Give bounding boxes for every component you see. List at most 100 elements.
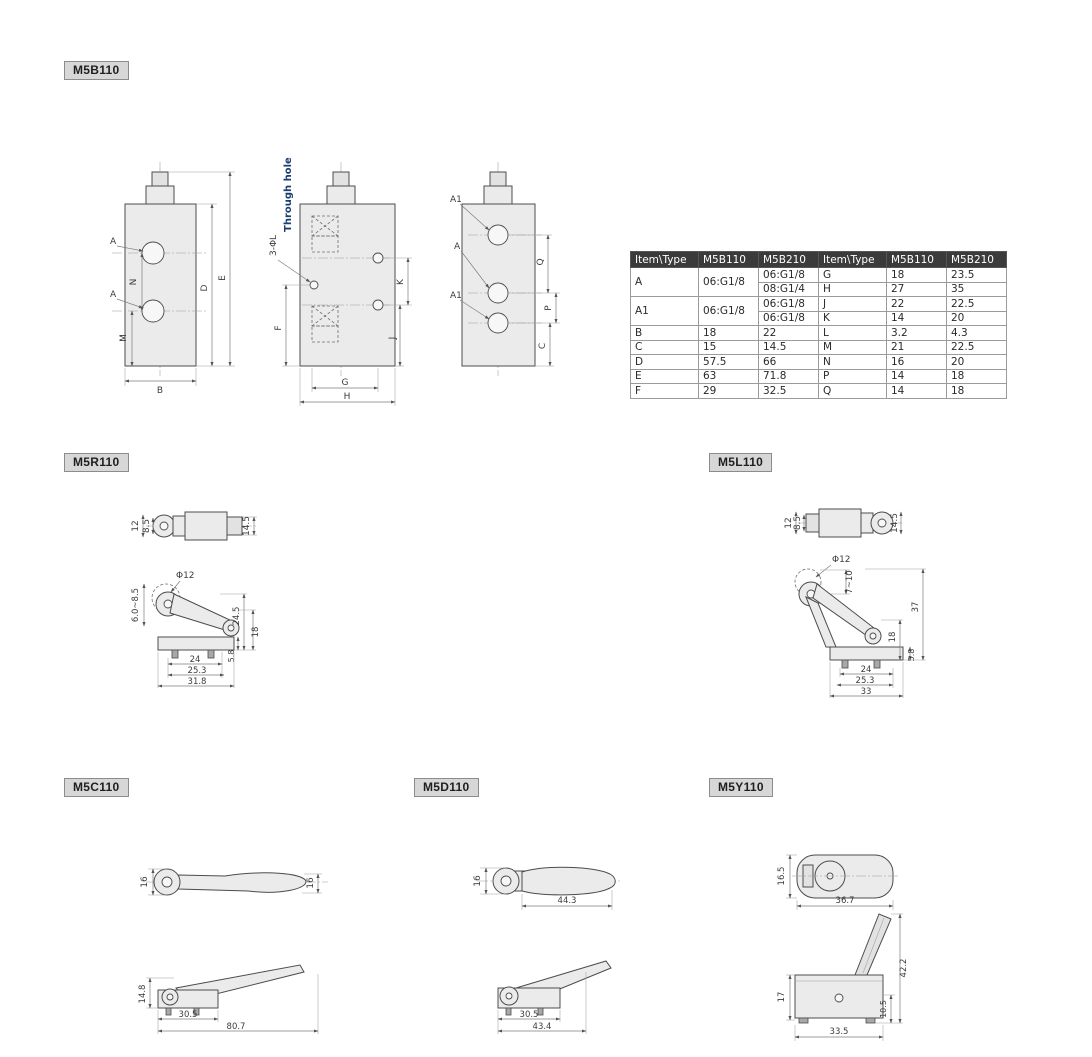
dim-label-30-5: 30.5	[520, 1010, 539, 1020]
dim-label-8-5: 8.5	[793, 516, 803, 530]
dim-label-12: 12	[784, 517, 794, 528]
table-row: F 29 32.5 Q 14 18	[630, 383, 1007, 399]
table-cell: 14	[886, 368, 947, 384]
dim-label-phi12: Φ12	[176, 571, 195, 581]
table-cell: A	[630, 267, 699, 297]
dim-label-F: F	[274, 325, 284, 330]
table-cell: 22.5	[946, 339, 1007, 355]
dim-label-25-3: 25.3	[188, 666, 207, 676]
table-row: C 15 14.5 M 21 22.5	[630, 339, 1007, 355]
m5l110-drawings: 12 8.5 14.5 Φ12 7~10 37	[784, 508, 926, 698]
dim-label-D: D	[200, 284, 210, 291]
table-cell: B	[630, 325, 699, 341]
dim-label-16-left: 16	[140, 876, 150, 888]
m5r110-drawings: 12 8.5 14.5 Φ12 6.0~8.5 24.5	[131, 511, 261, 688]
dim-label-5-8: 5.8	[907, 649, 916, 662]
table-cell: 06:G1/8	[758, 310, 819, 326]
port-label-a1-bottom: A1	[450, 291, 462, 301]
dim-label-44-3: 44.3	[558, 896, 577, 906]
m5y110-top-view: 16.5 36.7	[777, 854, 898, 910]
table-cell: 63	[698, 368, 759, 384]
table-cell: 23.5	[946, 267, 1007, 283]
dim-label-P: P	[544, 305, 554, 311]
m5y110-side-view: 42.2 17 10.5 33.5	[777, 913, 909, 1041]
dim-label-24: 24	[861, 665, 872, 675]
table-cell: 22.5	[946, 296, 1007, 312]
table-row: D 57.5 66 N 16 20	[630, 354, 1007, 370]
table-cell: F	[630, 383, 699, 399]
table-cell: 35	[946, 281, 1007, 297]
m5l110-side-view: Φ12 7~10 37 18 5.8	[794, 555, 926, 698]
section-label-m5c110: M5C110	[64, 778, 129, 797]
dim-label-C: C	[538, 343, 548, 349]
dim-label-18: 18	[251, 627, 261, 638]
table-cell: N	[818, 354, 887, 370]
table-cell: 21	[886, 339, 947, 355]
dim-label-range: 6.0~8.5	[131, 588, 141, 622]
port-label-a-top: A	[110, 237, 117, 247]
dim-label-43-4: 43.4	[533, 1022, 552, 1032]
m5d110-drawings: 16 44.3 30.5 43.4	[473, 866, 622, 1034]
dim-label-24-5: 24.5	[232, 607, 242, 626]
table-cell: 06:G1/8	[698, 267, 759, 297]
table-header-cell: Item\Type	[630, 251, 699, 268]
table-cell: Q	[818, 383, 887, 399]
table-cell: H	[818, 281, 887, 297]
dim-label-18: 18	[888, 632, 898, 643]
dim-label-14-5: 14.5	[890, 513, 900, 533]
table-cell: K	[818, 310, 887, 326]
table-header-cell: M5B210	[758, 251, 819, 268]
table-row: A 06:G1/8 06:G1/8 G 18 23.5	[630, 267, 1007, 297]
table-cell: 14	[886, 383, 947, 399]
table-cell: 29	[698, 383, 759, 399]
table-cell: 57.5	[698, 354, 759, 370]
dim-label-N: N	[129, 279, 139, 286]
m5r110-top-view: 12 8.5 14.5	[131, 511, 257, 541]
table-cell: 4.3	[946, 325, 1007, 341]
dim-label-30-5: 30.5	[179, 1010, 198, 1020]
m5d110-side-view: 30.5 43.4	[497, 960, 612, 1034]
dim-label-16-right: 16	[306, 877, 316, 889]
m5c110-side-view: 14.8 30.5 80.7	[138, 964, 319, 1034]
dim-label-B: B	[157, 386, 163, 396]
m5b110-back-view: A1 A A1 Q P C	[450, 162, 560, 376]
m5r110-side-view: Φ12 6.0~8.5 24.5 18 5.8	[131, 571, 261, 688]
dim-label-10-5: 10.5	[879, 1000, 888, 1018]
dim-label-H: H	[344, 392, 351, 402]
table-cell: 06:G1/8	[758, 296, 819, 312]
m5y110-drawings: 16.5 36.7 42.2 17 10.5	[777, 854, 909, 1041]
table-row: 08:G1/4 H 27 35	[631, 281, 1007, 297]
table-header-cell: M5B210	[946, 251, 1007, 268]
dimension-table: Item\Type M5B110 M5B210 Item\Type M5B110…	[630, 251, 1007, 399]
table-cell: 18	[698, 325, 759, 341]
table-cell: E	[630, 368, 699, 384]
table-cell: M	[818, 339, 887, 355]
table-header-cell: Item\Type	[818, 251, 887, 268]
table-cell: 06:G1/8	[758, 267, 819, 283]
table-cell: 06:G1/8	[698, 296, 759, 326]
section-label-m5b110: M5B110	[64, 61, 129, 80]
table-cell: 18	[946, 383, 1007, 399]
table-row: 06:G1/8 K 14 20	[631, 310, 1007, 326]
table-cell: 08:G1/4	[758, 281, 819, 297]
m5l110-top-view: 12 8.5 14.5	[784, 508, 903, 538]
dim-label-12: 12	[131, 520, 141, 531]
table-cell: J	[818, 296, 887, 312]
dim-label-33-5: 33.5	[830, 1027, 849, 1037]
m5c110-top-view: 16 16	[140, 868, 328, 896]
dim-label-G: G	[342, 378, 349, 388]
table-header-cell: M5B110	[886, 251, 947, 268]
table-cell: 20	[946, 354, 1007, 370]
table-cell: 22	[886, 296, 947, 312]
through-hole-note: Through hole	[283, 157, 294, 232]
dim-label-17: 17	[777, 992, 787, 1003]
dim-label-80-7: 80.7	[227, 1022, 246, 1032]
table-cell: 16	[886, 354, 947, 370]
table-cell: C	[630, 339, 699, 355]
table-cell: 18	[886, 267, 947, 283]
port-label-a-bottom: A	[110, 290, 117, 300]
table-cell: 27	[886, 281, 947, 297]
dim-label-8-5: 8.5	[142, 519, 152, 533]
table-cell: 71.8	[758, 368, 819, 384]
